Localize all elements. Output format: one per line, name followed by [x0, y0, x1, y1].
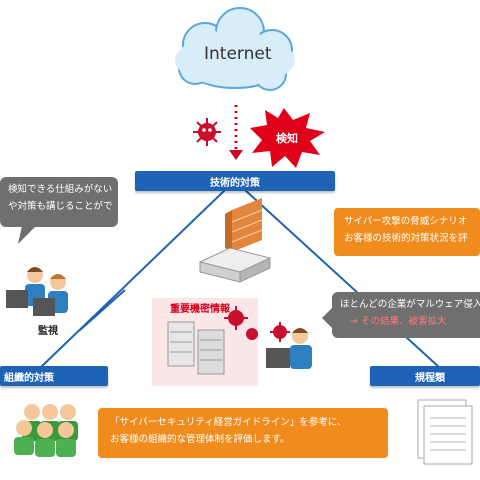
server-icon	[167, 321, 225, 375]
bubble-tail	[322, 308, 332, 328]
connector-line-right	[244, 189, 441, 369]
down-arrow-icon	[229, 105, 243, 160]
cloud-label: Internet	[204, 44, 272, 64]
connector-line-bottom-left	[79, 289, 126, 331]
firewall-icon	[225, 198, 263, 252]
virus-icon	[224, 306, 258, 340]
cloud-icon	[175, 7, 295, 91]
virus-icon	[193, 118, 221, 146]
left-gray-bubble: 検知できる仕組みがない や対策も講じることがで	[0, 177, 118, 227]
right-orange-line-1: サイバー攻撃の脅威シナリオ	[344, 216, 468, 227]
connector-line-left	[39, 189, 226, 369]
monitor-label: 監視	[38, 326, 58, 337]
alert-starburst-icon	[250, 108, 325, 168]
documents-icon	[417, 399, 473, 465]
operator-icon	[266, 322, 312, 369]
alert-label: 検知	[276, 132, 298, 145]
right-orange-bubble: サイバー攻撃の脅威シナリオ お客様の技術的対策状況を評	[334, 208, 480, 256]
people-group-icon	[14, 404, 78, 457]
regulations-bar: 規程類	[370, 366, 480, 386]
organizational-measures-bar: 組織的対策	[0, 366, 108, 386]
bottom-orange-line-1: 「サイバーセキュリティ経営ガイドライン」を参考に、	[110, 417, 347, 428]
right-gray-line-1: ほとんどの企業がマルウェア侵入	[340, 299, 480, 310]
right-gray-bubble: ほとんどの企業がマルウェア侵入 ⇒ その結果、被害拡大	[332, 292, 480, 338]
operators-icon	[6, 267, 68, 316]
confidential-label: 重要機密情報	[170, 304, 230, 315]
bubble-tail	[18, 226, 36, 244]
right-gray-line-2: ⇒ その結果、被害拡大	[350, 316, 447, 327]
technical-measures-bar: 技術的対策	[135, 171, 335, 191]
bottom-orange-box: 「サイバーセキュリティ経営ガイドライン」を参考に、 お客様の組織的な管理体制を評…	[98, 408, 388, 458]
left-gray-line-1: 検知できる仕組みがない	[8, 184, 113, 195]
network-device-icon	[198, 247, 272, 283]
bottom-orange-line-2: お客様の組織的な管理体制を評価します。	[110, 434, 290, 445]
right-orange-line-2: お客様の技術的対策状況を評	[344, 233, 468, 244]
left-gray-line-2: や対策も講じることがで	[8, 201, 113, 212]
